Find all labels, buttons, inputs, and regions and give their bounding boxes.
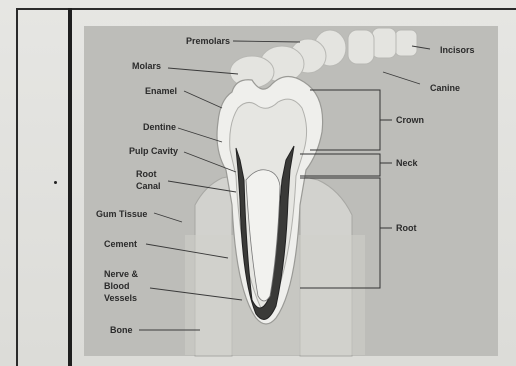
label-premolars: Premolars — [186, 36, 230, 46]
label-pulp-cavity: Pulp Cavity — [129, 146, 178, 156]
tooth-row-illustration — [230, 28, 417, 88]
label-dentine: Dentine — [143, 122, 176, 132]
label-gum-tissue: Gum Tissue — [96, 209, 147, 219]
label-root-canal-1: Root — [136, 169, 157, 179]
label-neck: Neck — [396, 158, 419, 168]
label-nerve-2: Blood — [104, 281, 130, 291]
label-cement: Cement — [104, 239, 137, 249]
label-nerve-3: Vessels — [104, 293, 137, 303]
label-incisors: Incisors — [440, 45, 475, 55]
label-nerve-1: Nerve & — [104, 269, 139, 279]
label-root: Root — [396, 223, 417, 233]
label-crown: Crown — [396, 115, 424, 125]
label-canine: Canine — [430, 83, 460, 93]
label-molars: Molars — [132, 61, 161, 71]
label-bone: Bone — [110, 325, 133, 335]
label-root-canal-2: Canal — [136, 181, 161, 191]
label-enamel: Enamel — [145, 86, 177, 96]
